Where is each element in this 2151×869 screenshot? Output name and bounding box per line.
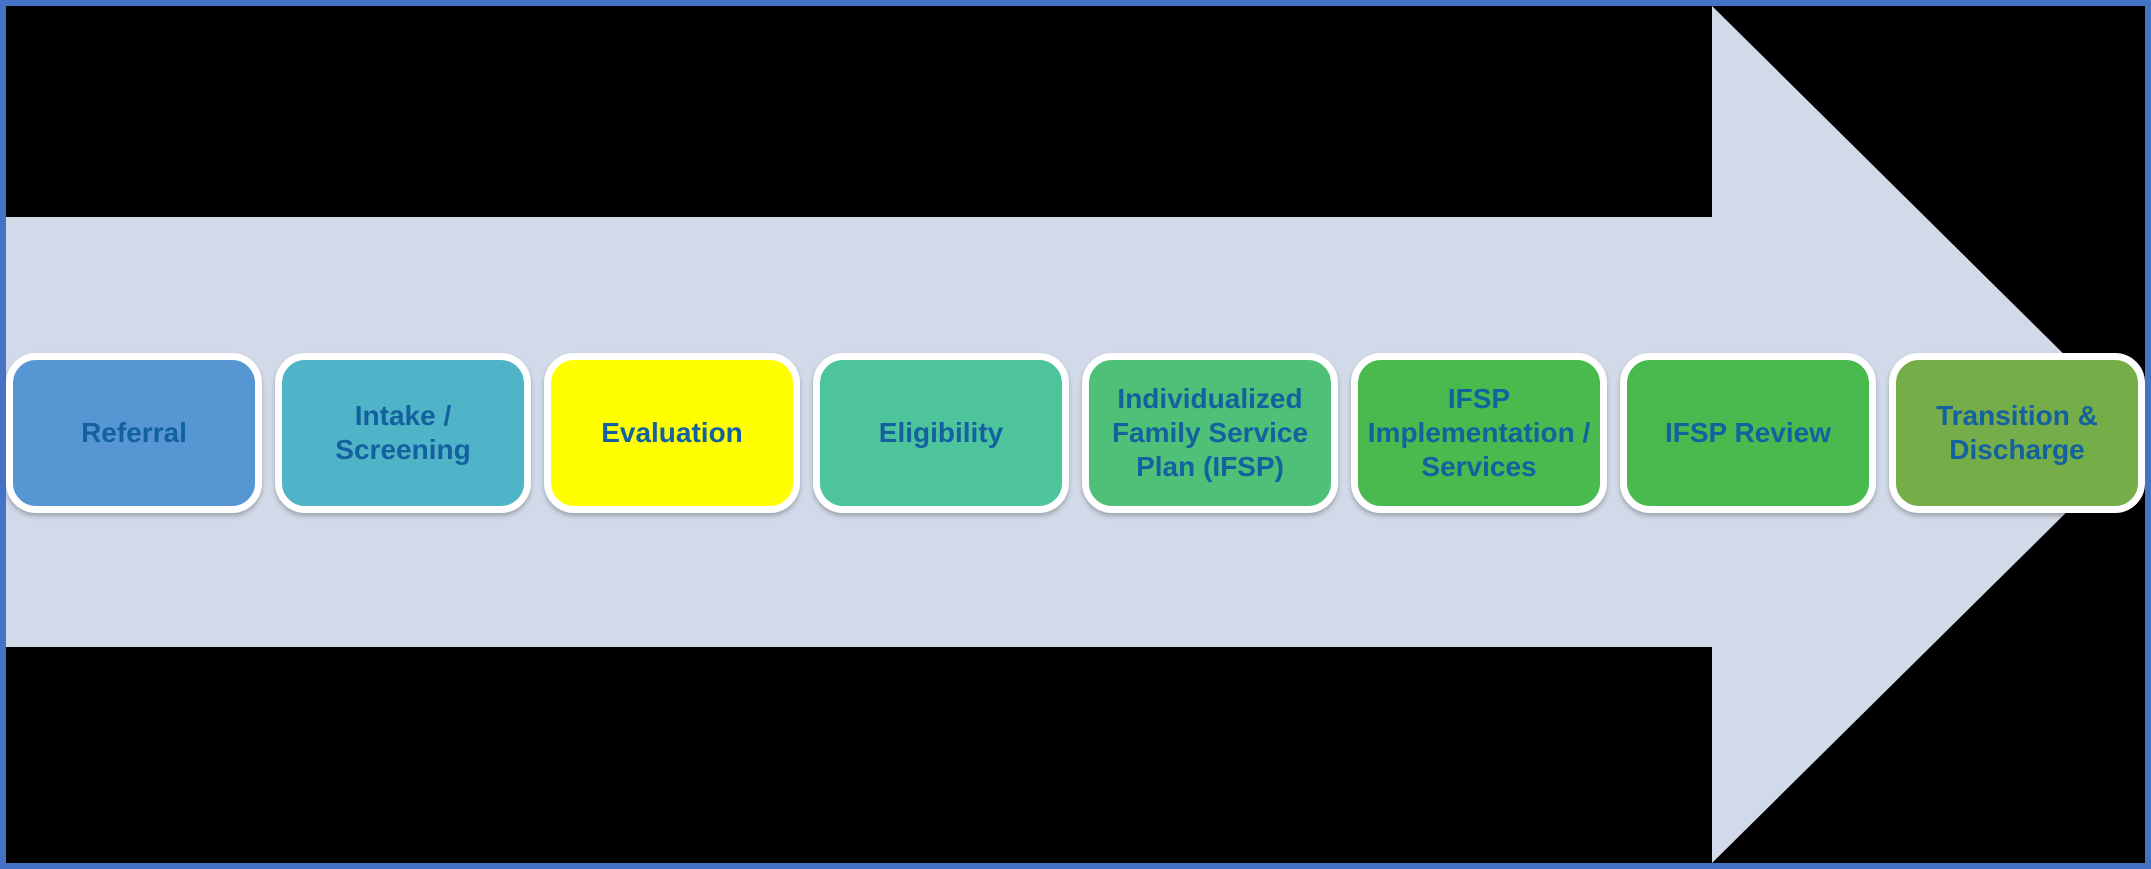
process-step: Evaluation <box>544 353 800 513</box>
process-step: Eligibility <box>813 353 1069 513</box>
process-step: Transition & Discharge <box>1889 353 2145 513</box>
process-step-label: IFSP Review <box>1664 416 1831 448</box>
right-arrow-polygon <box>6 6 2145 863</box>
process-step-label: Transition & Discharge <box>1936 399 2098 465</box>
process-step-label: Intake / Screening <box>335 399 471 465</box>
process-step: Individualized Family Service Plan (IFSP… <box>1082 353 1338 513</box>
process-step: Referral <box>6 353 262 513</box>
process-step-label: IFSP Implementation / Services <box>1367 382 1591 483</box>
right-arrow-shape <box>6 6 2145 863</box>
process-steps: Referral Intake / Screening Evaluation Elig… <box>6 353 2145 513</box>
process-step-label: Eligibility <box>878 416 1004 448</box>
process-step: IFSP Review <box>1620 353 1876 513</box>
process-step-label: Evaluation <box>601 416 743 448</box>
process-step-label: Referral <box>81 416 187 448</box>
process-step: Intake / Screening <box>275 353 531 513</box>
process-step-label: Individualized Family Service Plan (IFSP… <box>1111 382 1309 483</box>
process-step: IFSP Implementation / Services <box>1351 353 1607 513</box>
